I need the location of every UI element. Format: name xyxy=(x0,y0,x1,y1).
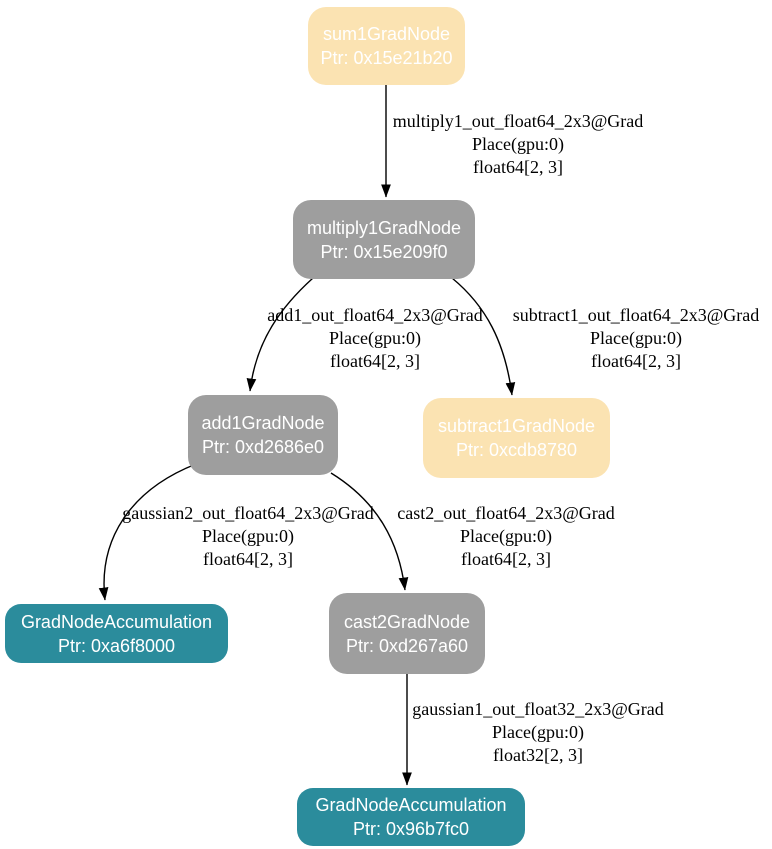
node-sum1-grad: sum1GradNode Ptr: 0x15e21b20 xyxy=(308,7,465,85)
edge-shape: float64[2, 3] xyxy=(330,351,420,371)
edge-place: Place(gpu:0) xyxy=(329,328,421,348)
edge-tensor: cast2_out_float64_2x3@Grad xyxy=(397,503,615,523)
node-ptr: Ptr: 0x15e209f0 xyxy=(320,241,448,262)
node-label: multiply1GradNode xyxy=(306,217,462,238)
edge-shape: float64[2, 3] xyxy=(203,549,293,569)
edge-shape: float64[2, 3] xyxy=(473,157,563,177)
edge-label-cast2-out: cast2_out_float64_2x3@Grad Place(gpu:0) … xyxy=(336,502,676,571)
edge-label-multiply1-out: multiply1_out_float64_2x3@Grad Place(gpu… xyxy=(348,110,688,179)
node-ptr: Ptr: 0x96b7fc0 xyxy=(352,819,470,839)
edge-shape: float64[2, 3] xyxy=(591,351,681,371)
node-grad-accumulation-1: GradNodeAccumulation Ptr: 0xa6f8000 xyxy=(5,604,228,663)
node-ptr: Ptr: 0xd2686e0 xyxy=(201,437,325,457)
node-label: add1GradNode xyxy=(201,413,325,433)
edge-tensor: gaussian1_out_float32_2x3@Grad xyxy=(412,699,664,719)
edge-shape: float64[2, 3] xyxy=(461,549,551,569)
edge-multiply1-to-subtract1 xyxy=(451,277,516,396)
node-ptr: Ptr: 0xd267a60 xyxy=(345,635,469,656)
edge-shape: float32[2, 3] xyxy=(493,745,583,765)
node-ptr: Ptr: 0xcdb8780 xyxy=(455,440,578,460)
node-ptr: Ptr: 0x15e21b20 xyxy=(320,48,453,68)
node-cast2-grad: cast2GradNode Ptr: 0xd267a60 xyxy=(329,593,485,674)
node-ptr: Ptr: 0xa6f8000 xyxy=(57,635,176,656)
node-subtract1-grad: subtract1GradNode Ptr: 0xcdb8780 xyxy=(423,398,610,478)
node-label: GradNodeAccumulation xyxy=(20,611,213,632)
node-label: cast2GradNode xyxy=(343,611,471,632)
node-grad-accumulation-2: GradNodeAccumulation Ptr: 0x96b7fc0 xyxy=(297,788,525,846)
edge-place: Place(gpu:0) xyxy=(460,526,552,546)
edge-place: Place(gpu:0) xyxy=(472,134,564,154)
edge-tensor: add1_out_float64_2x3@Grad xyxy=(267,305,483,325)
node-label: GradNodeAccumulation xyxy=(315,795,507,815)
edge-add1-to-cast2 xyxy=(330,472,409,591)
edge-place: Place(gpu:0) xyxy=(492,722,584,742)
edge-multiply1-to-add1 xyxy=(246,277,314,392)
node-multiply1-grad: multiply1GradNode Ptr: 0x15e209f0 xyxy=(293,200,475,279)
edge-label-subtract1-out: subtract1_out_float64_2x3@Grad Place(gpu… xyxy=(466,304,772,373)
node-label: subtract1GradNode xyxy=(437,416,596,436)
edge-tensor: multiply1_out_float64_2x3@Grad xyxy=(392,111,644,131)
edge-place: Place(gpu:0) xyxy=(590,328,682,348)
node-label: sum1GradNode xyxy=(322,24,451,44)
edge-place: Place(gpu:0) xyxy=(202,526,294,546)
edge-label-add1-out: add1_out_float64_2x3@Grad Place(gpu:0) f… xyxy=(205,304,545,373)
node-add1-grad: add1GradNode Ptr: 0xd2686e0 xyxy=(188,395,338,475)
edge-add1-to-accum1 xyxy=(98,463,197,601)
edge-tensor: subtract1_out_float64_2x3@Grad xyxy=(512,305,760,325)
edge-label-gaussian1-out: gaussian1_out_float32_2x3@Grad Place(gpu… xyxy=(368,698,708,767)
edge-tensor: gaussian2_out_float64_2x3@Grad xyxy=(122,503,374,523)
edge-label-gaussian2-out: gaussian2_out_float64_2x3@Grad Place(gpu… xyxy=(78,502,418,571)
